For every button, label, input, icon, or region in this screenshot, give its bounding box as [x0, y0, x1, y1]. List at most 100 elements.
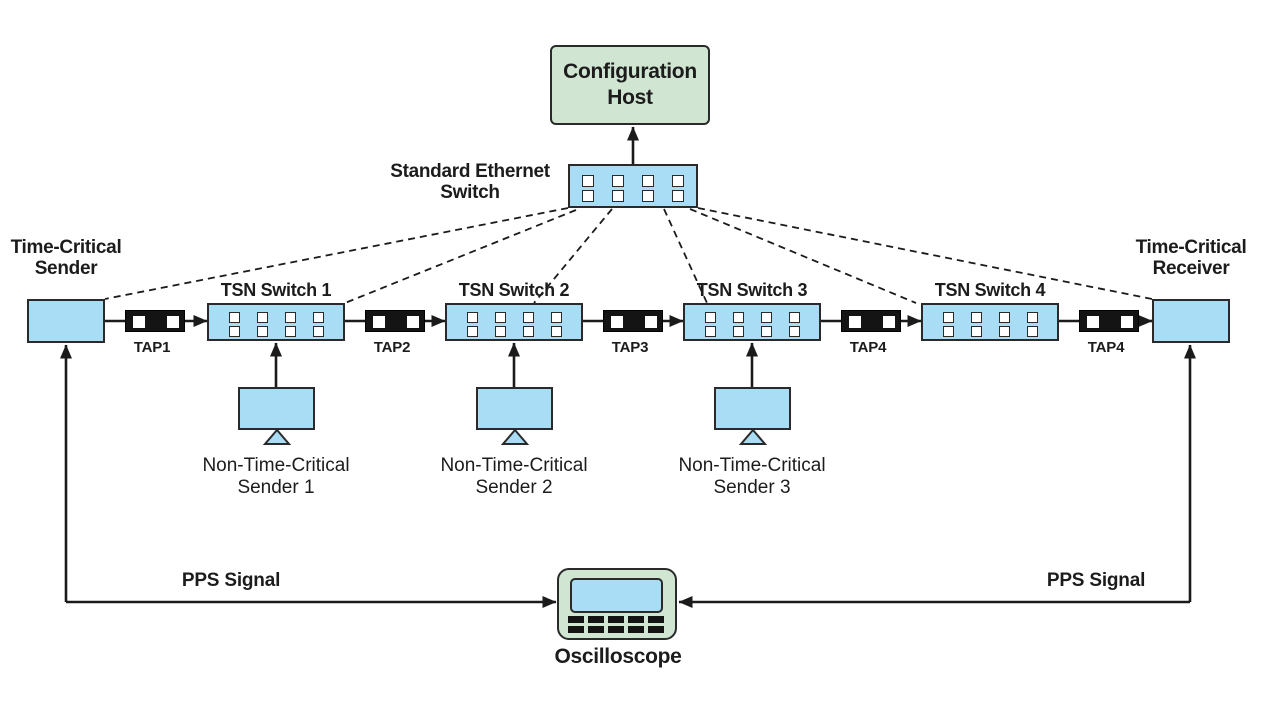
ethernet-port-icon — [256, 312, 268, 323]
tsn-switch-1-node — [207, 303, 345, 341]
port-column — [582, 175, 594, 202]
ethernet-port-icon — [1026, 326, 1038, 337]
ntc-sender-3-label: Non-Time-Critical Sender 3 — [678, 455, 825, 499]
ethernet-port-icon — [788, 312, 800, 323]
ntc-sender-2-label: Non-Time-Critical Sender 2 — [440, 455, 587, 499]
ethernet-port-icon — [256, 326, 268, 337]
ethernet-port-icon — [550, 326, 562, 337]
ntc-sender-1-box — [238, 387, 315, 430]
tap-4-label: TAP4 — [849, 339, 887, 356]
ethernet-port-icon — [970, 312, 982, 323]
port-column — [672, 175, 684, 202]
tap-1-label: TAP1 — [133, 339, 171, 356]
ethernet-port-icon — [732, 312, 744, 323]
scope-button-icon — [588, 626, 604, 633]
ethernet-port-icon — [466, 312, 478, 323]
ntc-sender-3-node — [714, 387, 791, 446]
ethernet-port-icon — [1026, 312, 1038, 323]
ethernet-port-icon — [998, 312, 1010, 323]
oscilloscope-screen — [570, 578, 663, 613]
ethernet-port-icon — [672, 190, 684, 202]
ethernet-port-icon — [522, 312, 534, 323]
port-column — [942, 312, 954, 337]
tap-port-icon — [133, 316, 145, 328]
tsn-switch-4-node — [921, 303, 1059, 341]
config-host-node: Configuration Host — [550, 45, 710, 125]
receiver-label-line1: Time-Critical — [1135, 237, 1247, 258]
port-column — [612, 175, 624, 202]
ethernet-port-icon — [642, 190, 654, 202]
ethernet-port-icon — [942, 312, 954, 323]
monitor-stand-icon — [738, 429, 767, 445]
ethernet-port-icon — [550, 312, 562, 323]
pps-signal-label-right: PPS Signal — [1046, 570, 1146, 591]
ethernet-port-icon — [612, 175, 624, 187]
port-column — [494, 312, 506, 337]
ethernet-port-icon — [760, 312, 772, 323]
dashed-link-eth-to-tsn1 — [344, 209, 577, 304]
tap-1-node — [125, 310, 185, 332]
tap-5-node — [1079, 310, 1139, 332]
port-column — [1026, 312, 1038, 337]
ntc-sender-1-label: Non-Time-Critical Sender 1 — [202, 455, 349, 499]
ethernet-port-icon — [582, 190, 594, 202]
tap-3-node — [603, 310, 663, 332]
tap-port-icon — [883, 316, 895, 328]
oscilloscope-node — [557, 568, 677, 640]
oscilloscope-label: Oscilloscope — [554, 645, 682, 668]
ethernet-port-icon — [760, 326, 772, 337]
tap-2-node — [365, 310, 425, 332]
tap-port-icon — [849, 316, 861, 328]
port-column — [970, 312, 982, 337]
ethernet-port-icon — [672, 175, 684, 187]
time-critical-sender-node — [27, 299, 105, 343]
ethernet-switch-label-line1: Standard Ethernet — [390, 161, 550, 182]
tap-port-icon — [645, 316, 657, 328]
ethernet-port-icon — [312, 326, 324, 337]
ntc-sender-3-label-line1: Non-Time-Critical — [678, 455, 826, 476]
ethernet-port-icon — [466, 326, 478, 337]
ntc-sender-3-label-line2: Sender 3 — [713, 477, 791, 498]
tap-3-label: TAP3 — [611, 339, 649, 356]
port-column — [998, 312, 1010, 337]
ethernet-port-icon — [582, 175, 594, 187]
ntc-sender-3-box — [714, 387, 791, 430]
port-column — [732, 312, 744, 337]
ethernet-port-icon — [312, 312, 324, 323]
ethernet-port-icon — [704, 312, 716, 323]
ethernet-port-icon — [704, 326, 716, 337]
tap-port-icon — [611, 316, 623, 328]
scope-button-icon — [648, 626, 664, 633]
scope-button-icon — [648, 616, 664, 623]
tap-port-icon — [373, 316, 385, 328]
monitor-stand-icon — [262, 429, 291, 445]
dashed-link-eth-to-tsn2 — [533, 208, 613, 304]
oscilloscope-buttons — [568, 616, 664, 633]
port-column — [256, 312, 268, 337]
tsn-switch-2-label: TSN Switch 2 — [458, 280, 570, 300]
time-critical-receiver-label: Time-Critical Receiver — [1135, 237, 1247, 279]
ethernet-port-icon — [228, 312, 240, 323]
dashed-link-eth-to-receiver — [697, 207, 1153, 300]
port-column — [466, 312, 478, 337]
port-column — [312, 312, 324, 337]
pps-signal-label-left: PPS Signal — [181, 570, 281, 591]
config-host-label-line2: Host — [607, 86, 653, 109]
ethernet-port-icon — [732, 326, 744, 337]
ntc-sender-1-label-line2: Sender 1 — [237, 477, 315, 498]
tap-4-node — [841, 310, 901, 332]
port-column — [760, 312, 772, 337]
dashed-link-eth-to-sender — [104, 207, 569, 300]
ethernet-port-icon — [942, 326, 954, 337]
receiver-label-line2: Receiver — [1152, 257, 1230, 279]
time-critical-sender-label: Time-Critical Sender — [11, 237, 122, 279]
scope-button-icon — [628, 626, 644, 633]
port-column — [522, 312, 534, 337]
tsn-switch-3-label: TSN Switch 3 — [696, 280, 808, 300]
tap-port-icon — [167, 316, 179, 328]
ethernet-port-icon — [788, 326, 800, 337]
scope-button-icon — [568, 626, 584, 633]
port-column — [788, 312, 800, 337]
tsn-switch-3-node — [683, 303, 821, 341]
